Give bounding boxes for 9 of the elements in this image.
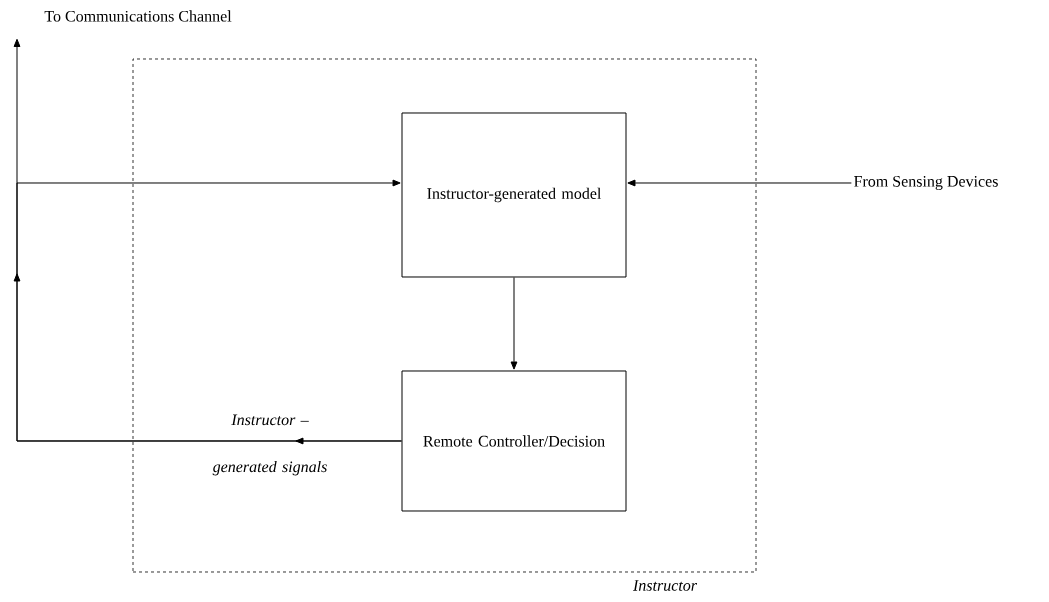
- edge-label: Instructor – generated signals: [212, 414, 327, 476]
- arrow: [16, 179, 402, 442]
- process-box: Instructor-generated model: [401, 112, 627, 278]
- terminal-label: From Sensing Devices: [854, 175, 998, 190]
- node-label: Instructor: [632, 580, 698, 591]
- terminal-label: To Communications Channel: [44, 10, 232, 22]
- process-box: Remote Controller/Decision: [401, 370, 627, 512]
- arrow: [510, 277, 518, 370]
- arrow: [627, 179, 852, 187]
